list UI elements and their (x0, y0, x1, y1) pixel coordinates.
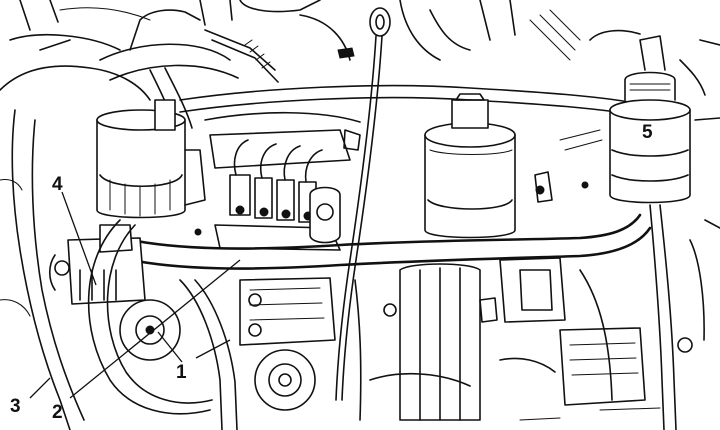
callout-4: 4 (52, 174, 63, 195)
callout-2: 2 (52, 402, 63, 423)
leader-1-right (195, 339, 231, 359)
callout-3: 3 (10, 396, 21, 417)
leader-1-left (157, 331, 183, 363)
leader-4 (61, 191, 97, 286)
callout-labels: 1 2 3 4 5 (10, 122, 653, 423)
callout-leaders (29, 191, 241, 399)
leader-3 (29, 377, 51, 399)
callout-5: 5 (642, 122, 653, 143)
leader-2 (69, 259, 241, 399)
callout-1: 1 (176, 362, 187, 383)
